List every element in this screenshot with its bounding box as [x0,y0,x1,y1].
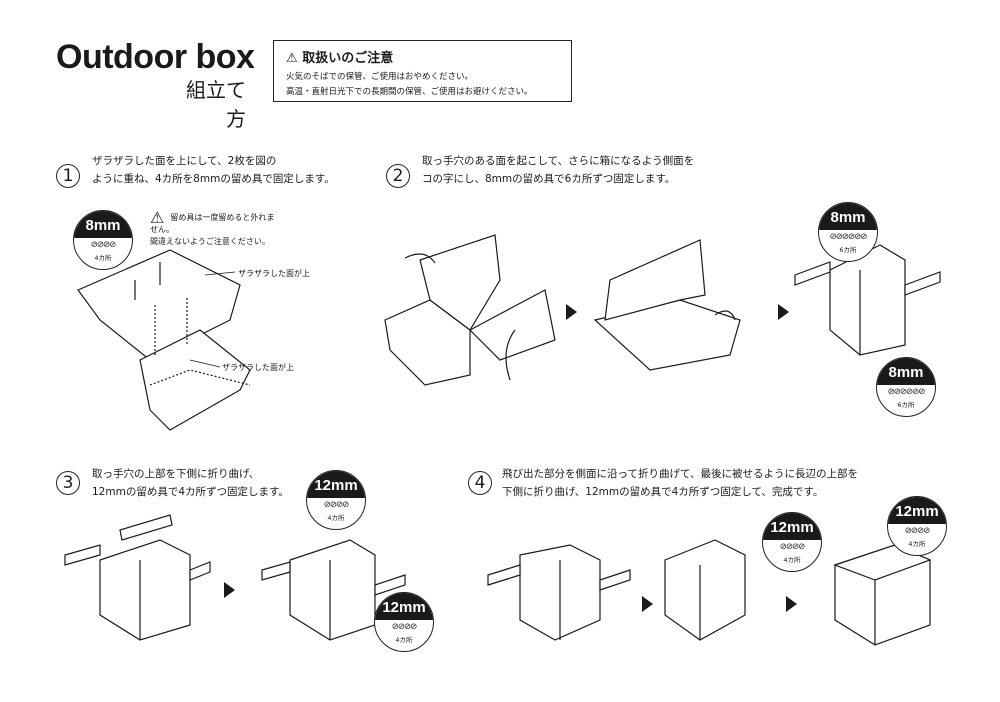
step2-illustration-c [794,244,941,356]
step-number-3: 3 [56,471,80,495]
step2-illustration-b [593,239,741,371]
surface-label: ザラザラした面が上 [238,269,310,278]
step-number-2: 2 [386,164,410,188]
screw-icon: ⊘⊘⊘⊘⊘⊘ [829,232,868,242]
screw-icon: ⊘⊘⊘⊘⊘⊘ [887,387,926,397]
caution-heading: 取扱いのご注意 [302,51,394,66]
step4-illustration-c [833,544,932,646]
step3-illustration-b [261,539,406,641]
step-4-text: 飛び出た部分を側面に沿って折り曲げて、最後に被せるように長辺の上部を下側に折り曲… [502,468,858,498]
step-2-text: 取っ手穴のある面を起こして、さらに箱になるよう側面をコの字にし、8mmの留め具で… [422,155,695,185]
next-arrow-icon [566,304,577,320]
page-title: Outdoor box [56,38,255,76]
step2-illustration-a [384,234,556,386]
screw-icon: ⊘⊘⊘⊘ [904,526,931,536]
step4-illustration-b [664,539,746,641]
next-arrow-icon [224,582,235,598]
surface-label: ザラザラした面が上 [222,363,294,372]
step-number-4: 4 [468,471,492,495]
fastener-badge: 12mm⊘⊘⊘⊘4カ所 [374,592,434,652]
step-number-1: 1 [56,164,80,188]
step1-warning-note: ⚠留め具は一度留めると外れません。間違えないようご注意ください。 [150,208,275,247]
next-arrow-icon [778,304,789,320]
warning-icon: ⚠ [150,208,165,227]
step-3-text: 取っ手穴の上部を下側に折り曲げ、12mmの留め具で4カ所ずつ固定します。 [92,468,289,498]
screw-icon: ⊘⊘⊘⊘ [90,240,117,250]
screw-icon: ⊘⊘⊘⊘ [323,500,350,510]
fastener-badge: 12mm⊘⊘⊘⊘4カ所 [306,470,366,530]
step-1-text: ザラザラした面を上にして、2枚を図のように重ね、4カ所を8mmの留め具で固定しま… [92,155,335,185]
page-subtitle: 組立て方 [186,78,246,131]
fastener-badge: 8mm⊘⊘⊘⊘⊘⊘6カ所 [876,357,936,417]
fastener-badge: 12mm⊘⊘⊘⊘4カ所 [762,512,822,572]
next-arrow-icon [786,596,797,612]
screw-icon: ⊘⊘⊘⊘ [391,622,418,632]
step3-illustration-a [64,514,211,641]
screw-icon: ⊘⊘⊘⊘ [779,542,806,552]
next-arrow-icon [642,596,653,612]
caution-line: 火気のそばでの保管、ご使用はおやめください。 [286,72,474,82]
caution-line: 高温・直射日光下での長期間の保管、ご使用はお避けください。 [286,87,533,97]
fastener-badge: 12mm⊘⊘⊘⊘4カ所 [887,496,947,556]
warning-icon: ⚠ [286,51,303,66]
caution-box: ⚠ 取扱いのご注意 火気のそばでの保管、ご使用はおやめください。 高温・直射日光… [273,40,572,102]
fastener-badge: 8mm⊘⊘⊘⊘⊘⊘6カ所 [818,202,878,262]
step4-illustration-a [487,544,631,641]
step1-illustration [77,249,251,431]
fastener-badge: 8mm⊘⊘⊘⊘4カ所 [73,210,133,270]
